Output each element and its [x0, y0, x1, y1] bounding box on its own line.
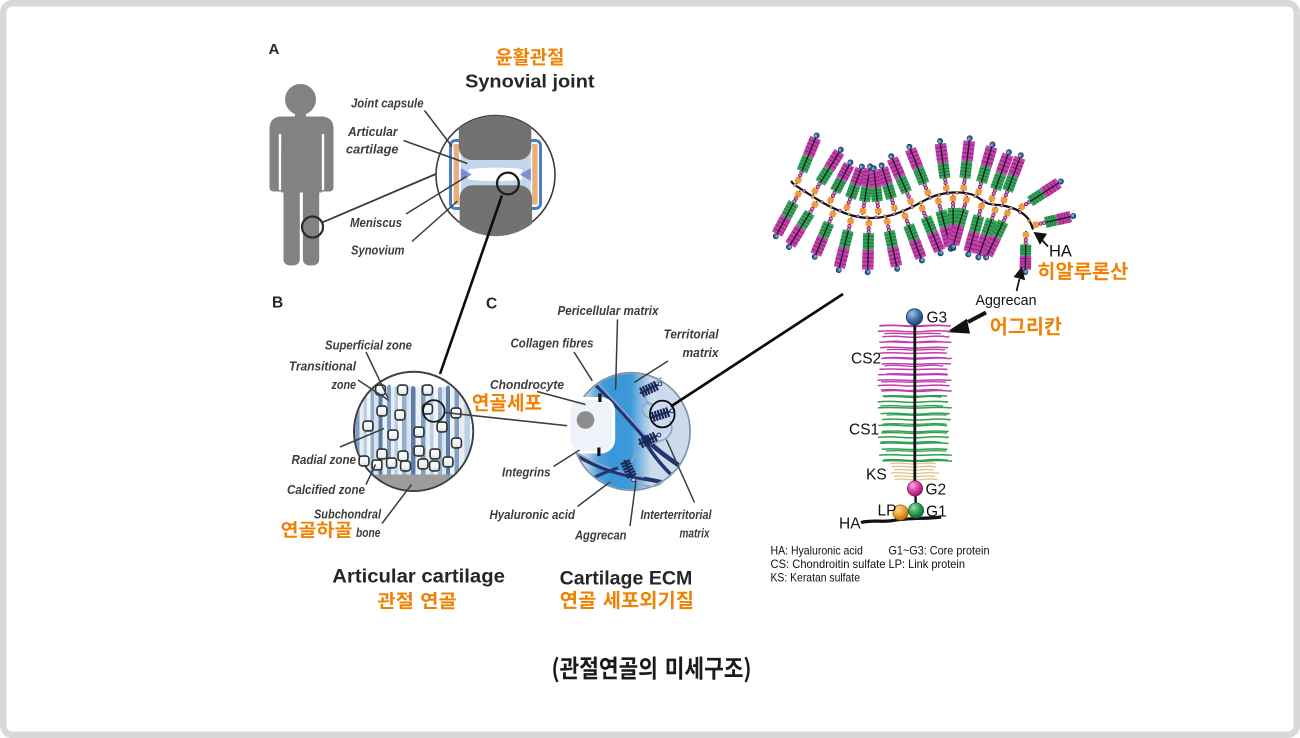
svg-text:cartilage: cartilage — [346, 142, 399, 157]
svg-text:CS2: CS2 — [851, 351, 881, 368]
svg-text:Calcified zone: Calcified zone — [287, 482, 365, 497]
svg-text:KS: Keratan sulfate: KS: Keratan sulfate — [771, 571, 861, 585]
svg-text:B: B — [272, 295, 283, 312]
svg-text:Pericellular matrix: Pericellular matrix — [558, 303, 660, 318]
svg-text:G2: G2 — [926, 482, 947, 499]
svg-text:Interterritorial: Interterritorial — [641, 507, 712, 522]
svg-text:C: C — [486, 296, 497, 313]
svg-text:Aggrecan: Aggrecan — [574, 528, 627, 543]
svg-text:Collagen fibres: Collagen fibres — [511, 336, 594, 351]
svg-text:Superficial zone: Superficial zone — [325, 337, 412, 352]
svg-text:KS: KS — [866, 467, 887, 484]
svg-text:G3: G3 — [927, 310, 948, 327]
svg-text:G1: G1 — [926, 504, 947, 521]
svg-text:Chondrocyte: Chondrocyte — [490, 377, 564, 392]
svg-text:bone: bone — [356, 525, 381, 540]
svg-text:Synovial joint: Synovial joint — [465, 71, 594, 92]
svg-text:CS: Chondroitin sulfate: CS: Chondroitin sulfate — [771, 557, 886, 571]
svg-text:zone: zone — [331, 377, 356, 392]
svg-text:Transitional: Transitional — [289, 358, 356, 373]
svg-text:A: A — [269, 41, 280, 58]
svg-text:Cartilage ECM: Cartilage ECM — [560, 568, 693, 590]
svg-text:Articular: Articular — [347, 124, 398, 139]
svg-text:Articular cartilage: Articular cartilage — [332, 567, 505, 588]
svg-text:Aggrecan: Aggrecan — [976, 293, 1037, 309]
svg-text:Integrins: Integrins — [502, 465, 551, 480]
svg-text:matrix: matrix — [680, 525, 711, 540]
svg-text:Meniscus: Meniscus — [350, 215, 402, 230]
svg-text:Joint capsule: Joint capsule — [351, 95, 424, 110]
svg-text:LP: LP — [878, 503, 897, 520]
svg-text:Synovium: Synovium — [351, 242, 405, 257]
svg-text:Territorial: Territorial — [664, 326, 719, 341]
svg-text:Radial zone: Radial zone — [292, 452, 357, 467]
svg-text:matrix: matrix — [683, 345, 720, 360]
svg-text:LP: Link protein: LP: Link protein — [889, 557, 966, 571]
svg-text:Subchondral: Subchondral — [314, 507, 381, 522]
svg-text:HA: Hyaluronic acid: HA: Hyaluronic acid — [771, 544, 863, 558]
svg-text:HA: HA — [1049, 243, 1072, 261]
svg-text:Hyaluronic acid: Hyaluronic acid — [490, 507, 577, 522]
svg-text:CS1: CS1 — [849, 422, 879, 439]
svg-text:G1~G3: Core protein: G1~G3: Core protein — [889, 544, 990, 558]
svg-text:HA: HA — [839, 516, 861, 533]
